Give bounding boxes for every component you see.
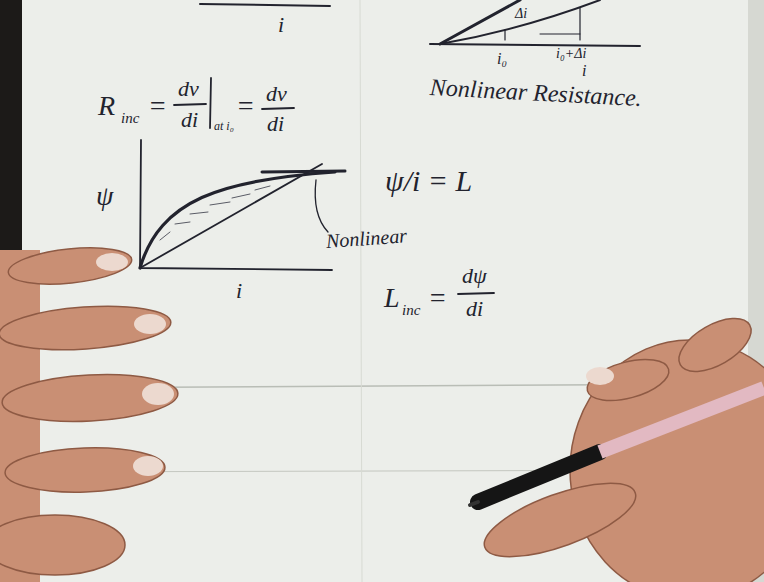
fraction-bar: [458, 293, 494, 294]
fingernail: [586, 367, 614, 385]
handwritten-label: =: [428, 282, 447, 314]
axis-line: [430, 44, 640, 46]
psi-i-curve: [140, 172, 335, 268]
pen-body: [478, 452, 600, 502]
handwritten-label: inc: [402, 302, 420, 319]
handwritten-label: =: [236, 90, 255, 122]
axis-line: [200, 4, 330, 6]
tangent-line: [440, 0, 520, 44]
handwritten-label: Δi: [515, 6, 527, 22]
handwritten-label: at i₀: [214, 120, 234, 134]
leader-line: [315, 180, 328, 232]
axes: [140, 140, 332, 270]
handwritten-label: dv: [178, 76, 199, 101]
handwritten-label: inc: [121, 110, 139, 127]
handwritten-label: di: [181, 107, 198, 132]
handwritten-label: i: [278, 12, 284, 37]
pen-barrel: [600, 388, 764, 452]
handwritten-label: R: [98, 90, 115, 122]
fraction-bar: [262, 108, 294, 109]
evaluation-bar: [210, 78, 211, 128]
chord-line: [140, 164, 322, 268]
handwritten-label: i₀: [497, 50, 507, 68]
handwritten-label: i: [236, 278, 242, 303]
tangent-line: [262, 171, 345, 172]
handwritten-label: ψ/i = L: [385, 164, 472, 199]
hatching: [160, 186, 270, 240]
pen-tip: [470, 502, 478, 505]
handwritten-label: =: [148, 90, 167, 122]
right-hand: [476, 308, 764, 582]
fingernails: [96, 253, 174, 476]
handwritten-label: i: [582, 62, 586, 80]
handwritten-label: i₀+Δi: [556, 46, 586, 62]
handwritten-label: dv: [266, 81, 287, 106]
handwritten-label: Nonlinear Resistance.: [429, 74, 642, 113]
handwritten-label: ψ: [96, 180, 113, 212]
left-hand: [0, 243, 179, 582]
sketches: [140, 0, 640, 294]
delta-line: [540, 34, 580, 35]
paper-fold: [360, 0, 362, 582]
fraction-bar: [174, 104, 206, 105]
handwritten-label: di: [267, 111, 284, 136]
handwritten-label: L: [384, 282, 400, 314]
handwritten-label: Nonlinear: [325, 224, 408, 253]
v-i-curve: [440, 0, 600, 44]
handwritten-label: dψ: [462, 263, 487, 288]
handwritten-label: di: [466, 296, 483, 321]
